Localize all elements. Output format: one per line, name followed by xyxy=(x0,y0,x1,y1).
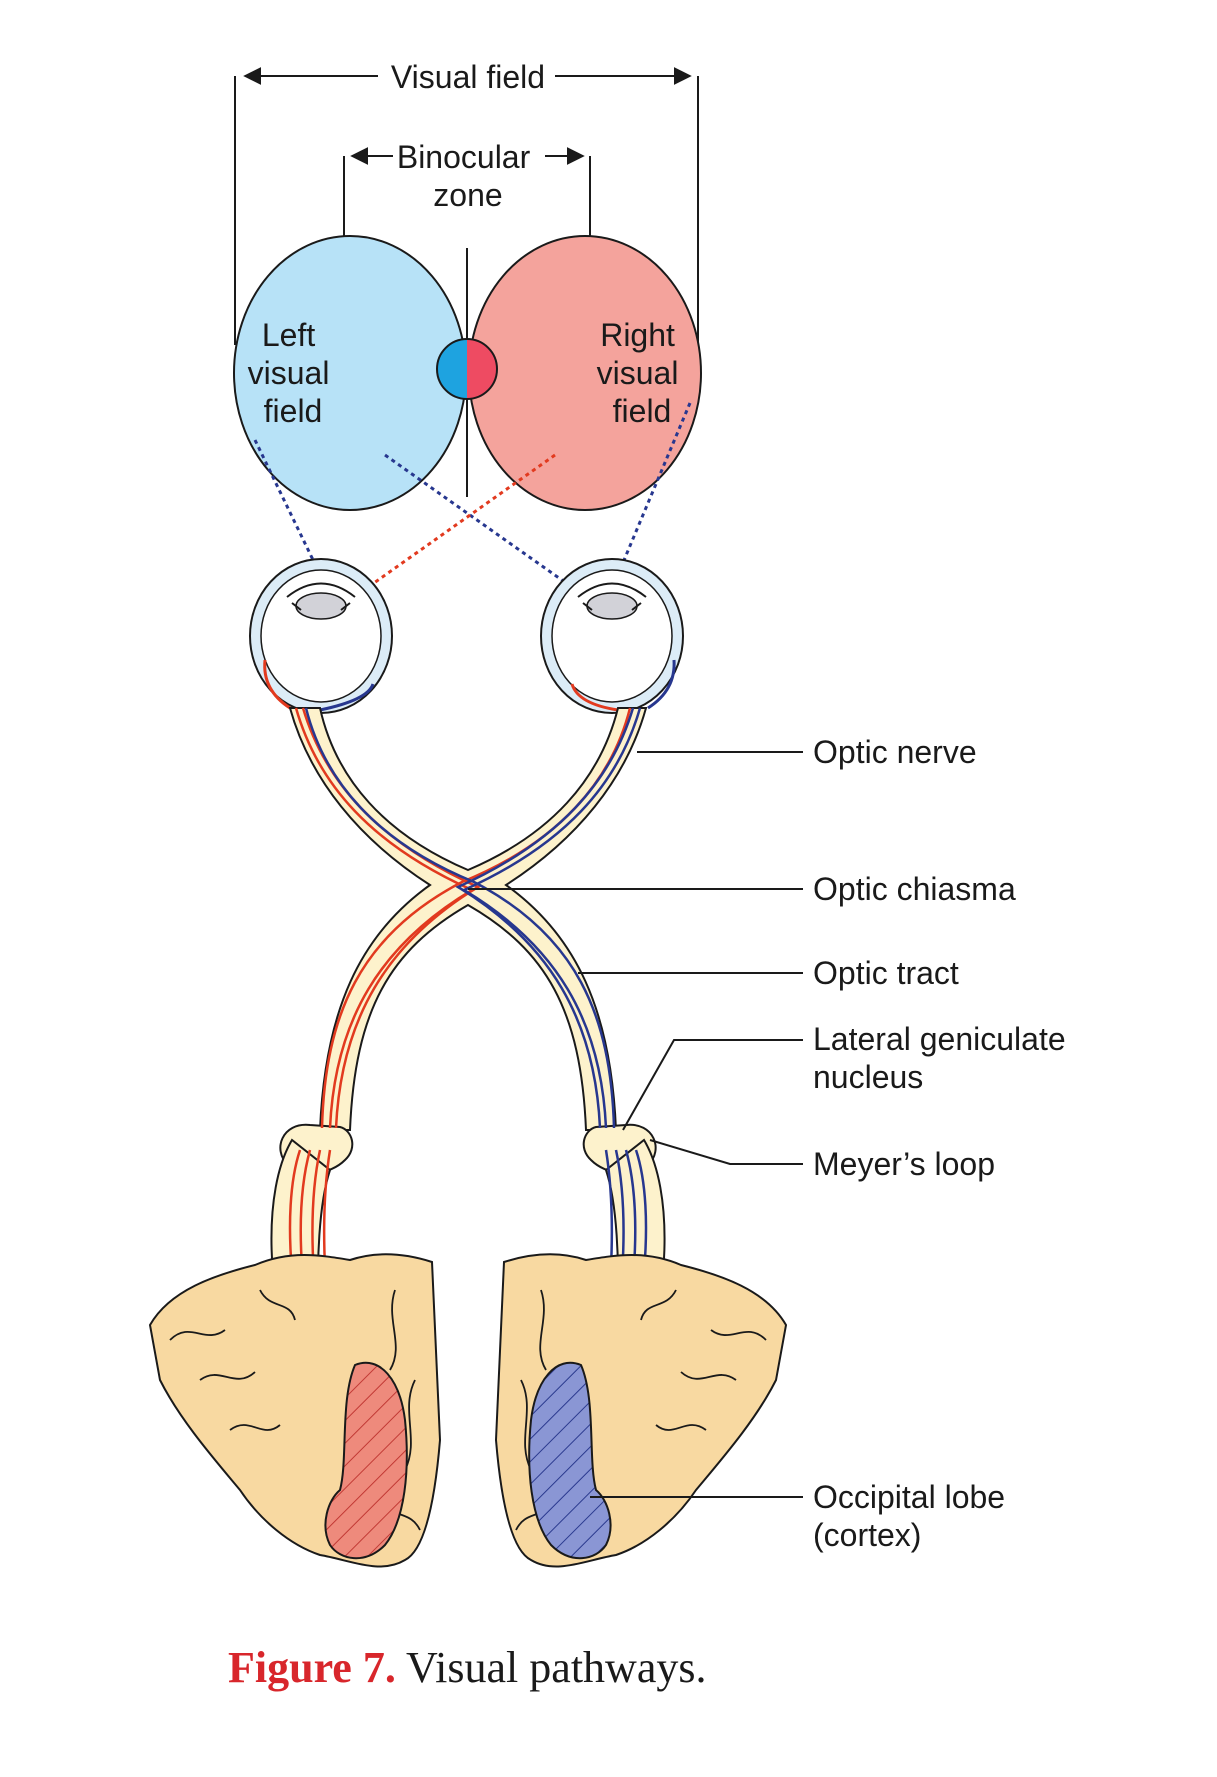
right-cortex-area xyxy=(528,1362,612,1560)
optic-tract-label: Optic tract xyxy=(813,955,959,991)
binocular-zone-label: Binocular zone xyxy=(397,139,539,213)
optic-nerve-label: Optic nerve xyxy=(813,734,977,770)
meyers-loop-label: Meyer’s loop xyxy=(813,1146,995,1182)
right-visual-field-label: Right visual field xyxy=(597,317,688,429)
left-visual-field-circle xyxy=(234,236,466,510)
occipital-lobe-label: Occipital lobe (cortex) xyxy=(813,1479,1014,1553)
right-visual-field-circle xyxy=(469,236,701,510)
left-cortex-area xyxy=(324,1362,408,1560)
left-occipital-lobe xyxy=(148,1253,442,1568)
right-occipital-lobe xyxy=(494,1253,788,1568)
figure-number: Figure 7. xyxy=(228,1643,396,1692)
visual-field-label: Visual field xyxy=(391,59,545,95)
retina-arcs xyxy=(263,659,676,712)
figure-title: Visual pathways. xyxy=(396,1643,707,1692)
fovea-dot xyxy=(436,338,498,400)
right-eye xyxy=(540,558,684,714)
left-eye xyxy=(249,558,393,714)
visual-field-circles xyxy=(233,235,702,511)
left-visual-field-label: Left visual field xyxy=(248,317,339,429)
figure-caption: Figure 7. Visual pathways. xyxy=(228,1643,706,1692)
leader-lines xyxy=(468,751,803,1498)
optic-chiasma-label: Optic chiasma xyxy=(813,871,1016,907)
visual-field-bracket xyxy=(234,67,699,345)
lateral-geniculate-nucleus-label: Lateral geniculate nucleus xyxy=(813,1021,1075,1095)
